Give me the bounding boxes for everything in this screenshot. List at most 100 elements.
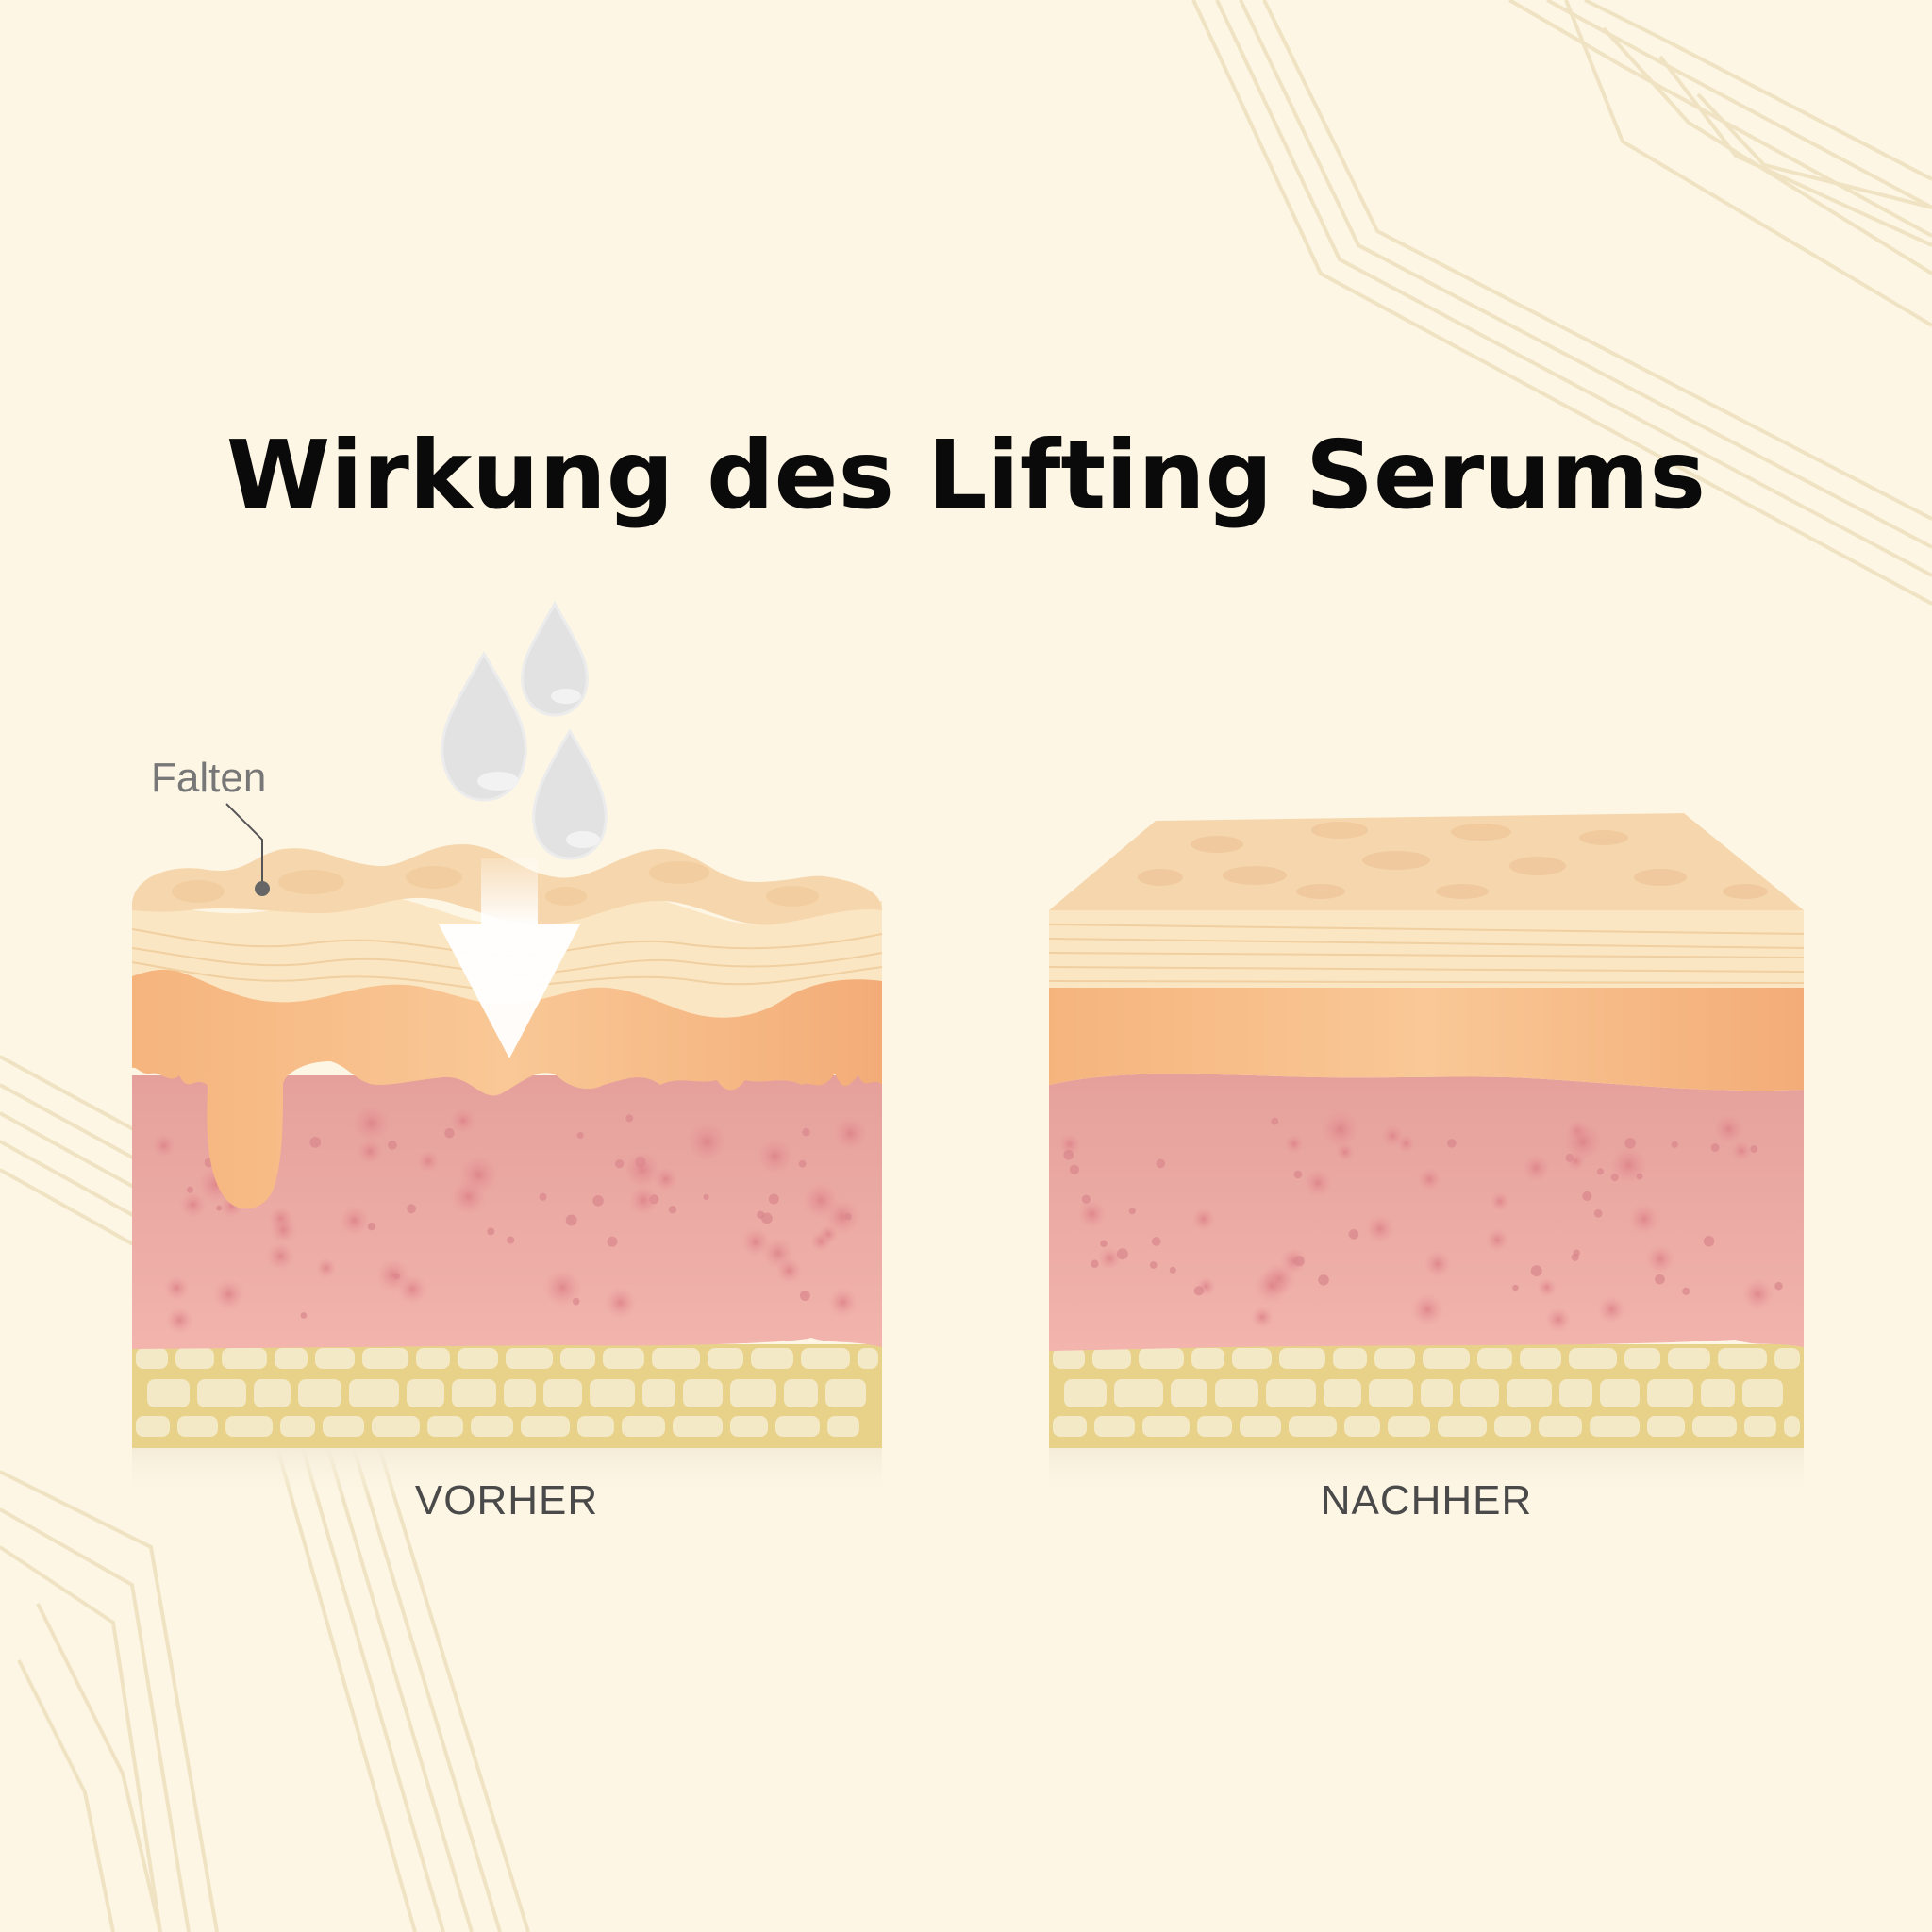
dermis-spot xyxy=(798,1159,807,1168)
dermis-spot xyxy=(1381,1124,1405,1148)
fat-cell xyxy=(1494,1416,1531,1437)
dermis-spot xyxy=(1251,1306,1274,1329)
dermis-spot xyxy=(1522,1153,1551,1182)
fat-cell xyxy=(858,1348,878,1369)
dermis-spot xyxy=(1151,1237,1161,1246)
fat-cell xyxy=(801,1348,850,1369)
falten-annotation: Falten xyxy=(151,755,267,801)
fat-cell xyxy=(1569,1348,1617,1369)
droplet-icon xyxy=(441,650,527,802)
dermis-spot xyxy=(1077,1199,1108,1229)
dermis-spot xyxy=(1058,1133,1081,1156)
fat-cell xyxy=(708,1348,743,1369)
dermis-spots-before xyxy=(151,1104,868,1334)
dermis-spot xyxy=(212,1278,245,1310)
dermis-spot xyxy=(487,1227,495,1236)
caption-after: NACHHER xyxy=(1320,1477,1533,1524)
fat-cell xyxy=(1477,1348,1512,1369)
fat-cell xyxy=(323,1416,364,1437)
dermis-spot xyxy=(1283,1133,1305,1155)
fat-cell xyxy=(1647,1379,1693,1407)
dermis-spot xyxy=(604,1287,637,1319)
surface-pores-before xyxy=(172,861,819,907)
dermis-spot xyxy=(1741,1277,1774,1310)
dermis-spot xyxy=(270,1216,297,1244)
dermis-spot xyxy=(799,1291,810,1301)
fat-cell xyxy=(1191,1348,1224,1369)
dermis-spot xyxy=(416,1149,441,1174)
dermis-spot xyxy=(1293,1256,1305,1267)
dermis-spot xyxy=(1608,1145,1649,1185)
dermis-spot xyxy=(1512,1284,1519,1291)
dermis-spot xyxy=(407,1204,417,1214)
fat-cell xyxy=(1197,1416,1232,1437)
dermis-spot xyxy=(623,1150,662,1190)
dermis-spot xyxy=(802,1128,810,1137)
fat-cell xyxy=(222,1348,267,1369)
dermis-spot xyxy=(1671,1141,1678,1148)
fat-cell xyxy=(543,1379,582,1407)
background-lines-top-right xyxy=(1191,0,1932,606)
dermis-spot xyxy=(1193,1286,1204,1296)
dermis-spot xyxy=(1645,1243,1675,1274)
dermis-spot xyxy=(1169,1266,1176,1274)
page-title: Wirkung des Lifting Serums xyxy=(225,420,1707,530)
caption-before: VORHER xyxy=(414,1477,599,1524)
dermis-spot xyxy=(186,1186,193,1193)
fat-cell xyxy=(1539,1416,1582,1437)
dermis-spot xyxy=(1636,1173,1643,1180)
dermis-spot xyxy=(1271,1117,1279,1125)
fat-cell xyxy=(458,1348,498,1369)
fat-cell xyxy=(407,1379,444,1407)
fat-cell xyxy=(1520,1348,1561,1369)
fat-cell xyxy=(1668,1348,1710,1369)
dermis-spot xyxy=(1100,1240,1108,1248)
dermis-after xyxy=(1049,1074,1804,1351)
fat-cell xyxy=(372,1416,420,1437)
dermis-spot xyxy=(1293,1170,1303,1179)
dermis-spot xyxy=(607,1236,618,1247)
fat-cell xyxy=(1240,1416,1281,1437)
dermis-spot xyxy=(300,1312,308,1319)
fat-cell xyxy=(280,1416,315,1437)
dermis-spot xyxy=(458,1154,499,1196)
fat-cell xyxy=(177,1416,218,1437)
dermis-spot xyxy=(1335,1141,1356,1162)
dermis-spot xyxy=(1254,1268,1290,1304)
dermis-spot xyxy=(1321,1109,1360,1149)
fat-cell xyxy=(275,1348,308,1369)
dermis-spot xyxy=(1128,1208,1136,1215)
droplet-icon xyxy=(532,728,608,860)
fat-cell xyxy=(1324,1379,1361,1407)
fat-cell xyxy=(1369,1379,1413,1407)
dermis-spot xyxy=(1593,1208,1603,1218)
dermis-spot xyxy=(1655,1274,1665,1285)
fat-cell xyxy=(577,1416,614,1437)
fat-cell xyxy=(1053,1416,1087,1437)
fat-cell xyxy=(521,1416,570,1437)
fat-cell xyxy=(751,1348,793,1369)
dermis-spot xyxy=(1537,1277,1557,1298)
dermis-spot xyxy=(388,1140,397,1150)
fat-cell xyxy=(504,1379,536,1407)
fat-cell xyxy=(298,1379,341,1407)
dermis-spot xyxy=(1069,1164,1080,1174)
dermis-spot xyxy=(507,1236,515,1244)
serum-droplets xyxy=(441,600,608,860)
dermis-spot xyxy=(339,1205,370,1237)
fat-cell xyxy=(1289,1416,1337,1437)
dermis-spot xyxy=(1303,1168,1333,1198)
dermis-spots-after xyxy=(1058,1109,1783,1333)
fat-cell xyxy=(1784,1416,1800,1437)
fat-cells-before xyxy=(136,1348,878,1437)
fat-cell xyxy=(147,1379,190,1407)
fat-cell xyxy=(1171,1379,1208,1407)
fat-cell xyxy=(1114,1379,1163,1407)
fat-cell xyxy=(197,1379,246,1407)
epidermis-lines-after xyxy=(1048,924,1805,984)
fat-cell xyxy=(622,1416,665,1437)
dermis-spot xyxy=(1081,1194,1091,1204)
fat-cell xyxy=(1092,1348,1131,1369)
droplet-icon xyxy=(521,600,589,717)
dermis-spot xyxy=(1365,1213,1395,1244)
